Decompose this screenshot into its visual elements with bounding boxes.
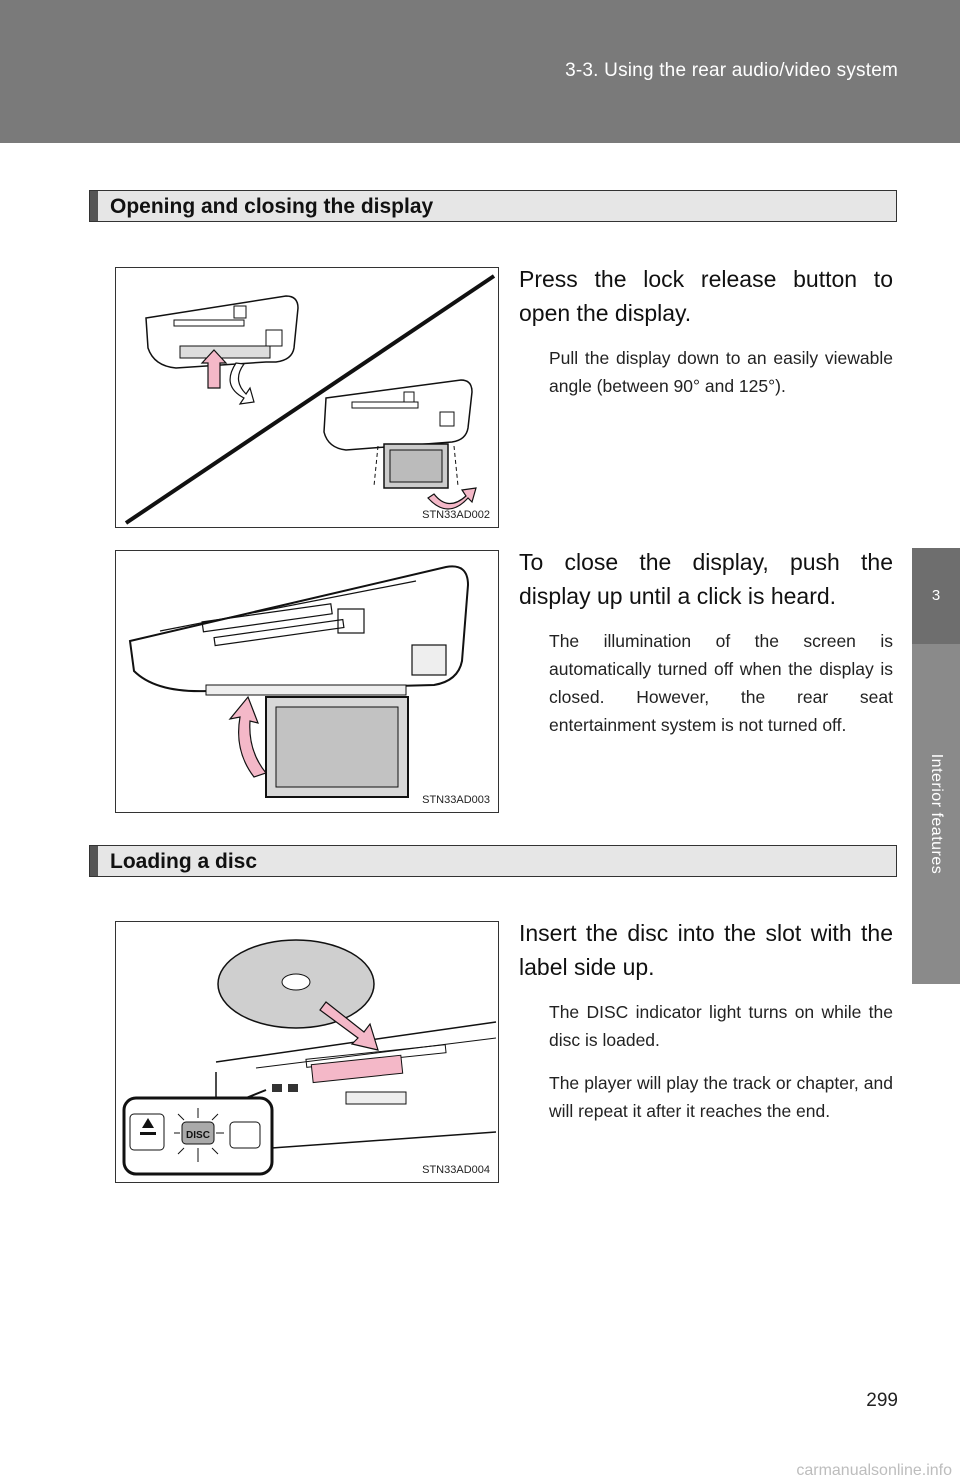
step-open-display: Press the lock release button to open th… [519, 266, 893, 326]
section-title: Opening and closing the display [110, 195, 434, 218]
section-heading-loading: Loading a disc [89, 845, 897, 877]
page-number: 299 [866, 1390, 898, 1411]
chapter-title: 3-3. Using the rear audio/video system [565, 60, 898, 81]
watermark: carmanualsonline.info [796, 1462, 952, 1479]
note-open-display: Pull the display down to an easily viewa… [549, 348, 893, 396]
note-disc-indicator: The DISC indicator light turns on while … [549, 1002, 893, 1050]
chapter-tab: Interior features [912, 644, 960, 984]
section-heading-opening: Opening and closing the display [89, 190, 897, 222]
illustration-close-display [128, 565, 470, 798]
note-repeat-play: The player will play the track or chapte… [549, 1073, 893, 1121]
step-close-display: To close the display, push the display u… [519, 549, 893, 609]
figure-open-display: STN33AD002 [115, 267, 499, 528]
header-band [0, 0, 960, 143]
figure-load-disc: DISC STN33AD004 [115, 921, 499, 1183]
chapter-tab-number: 3 [912, 548, 960, 644]
section-title: Loading a disc [110, 850, 258, 873]
illustration-load-disc: DISC [122, 939, 497, 1176]
chapter-tab-label: Interior features [928, 753, 945, 875]
figure-code: STN33AD004 [422, 1164, 490, 1176]
figure-code: STN33AD002 [422, 509, 490, 521]
illustration-open-display [124, 274, 496, 525]
disc-button-label: DISC [186, 1130, 210, 1141]
step-insert-disc: Insert the disc into the slot with the l… [519, 920, 893, 980]
figure-code: STN33AD003 [422, 794, 490, 806]
note-close-display: The illumination of the screen is automa… [549, 631, 893, 735]
figure-close-display: STN33AD003 [115, 550, 499, 813]
